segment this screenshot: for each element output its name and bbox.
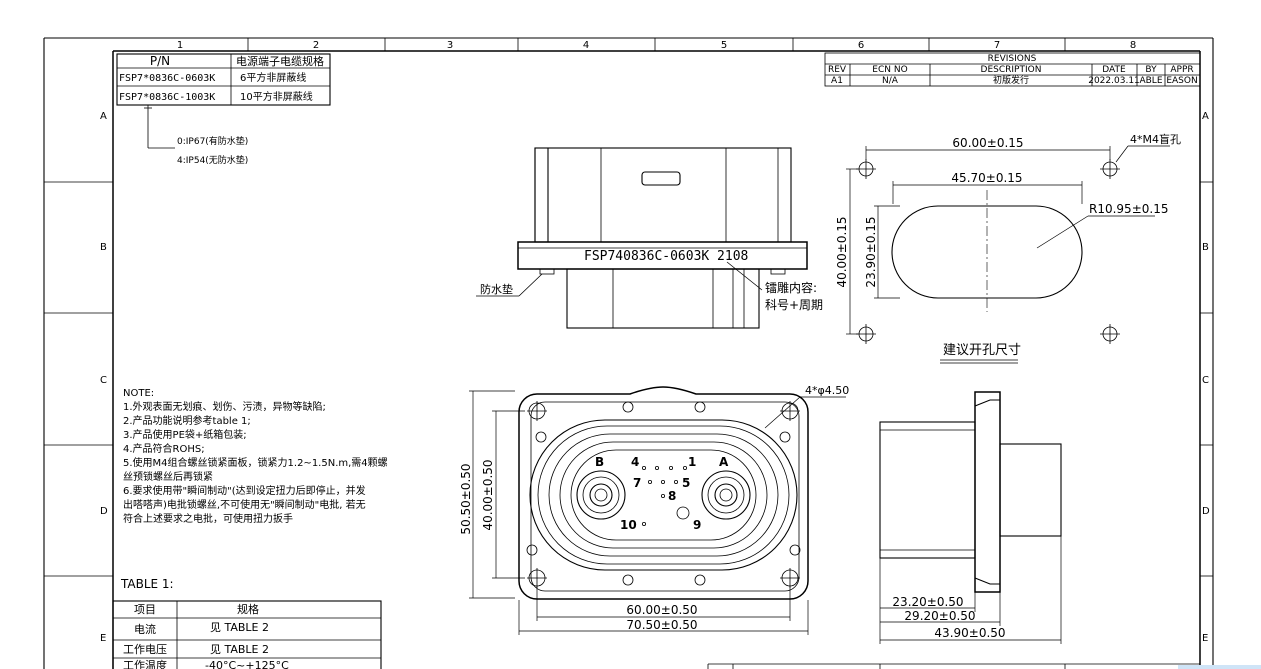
face-view [469,386,846,635]
face-dim-6000: 60.00±0.50 [626,603,697,617]
engrave-label-2: 科号+周期 [765,298,823,312]
cutout-view [846,145,1170,364]
note-line-8: 出嗒嗒声)电批锁螺丝,不可使用无"瞬间制动"电批, 若无 [123,498,366,511]
pn-callout-leader [144,105,175,149]
col-label-8: 8 [1130,40,1136,51]
row-label-d: D [100,506,108,517]
pin-label-9: 9 [693,518,701,532]
table1-row3-item: 工作温度 [123,658,167,669]
table1-row2-item: 工作电压 [123,643,167,656]
pin-label-5: 5 [682,476,690,490]
note-line-9: 符合上述要求之电批，可使用扭力扳手 [123,512,293,525]
col-label-6: 6 [858,40,864,51]
table1-row1-item: 电流 [134,622,156,636]
side-dim-2920: 29.20±0.50 [904,609,975,623]
note-line-5: 5.使用M4组合螺丝锁紧面板，锁紧力1.2~1.5N.m,需4颗螺 [123,456,388,469]
rev-header-by: BY [1145,65,1157,75]
engrave-label-1: 镭雕内容: [765,280,817,295]
rev-row-ecn: N/A [882,76,899,86]
pin-label-10: 10 [620,518,637,532]
pn-row-1: FSP7*0836C-0603K [119,73,215,84]
rev-header-ecn: ECN NO [872,65,907,75]
row-label-d-right: D [1202,506,1210,517]
pn-header: P/N [150,54,170,68]
note-line-1: 1.外观表面无划痕、划伤、污渍，异物等缺陷; [123,400,326,413]
pn-row-2: FSP7*0836C-1003K [119,92,215,103]
callout-ip67: 0:IP67(有防水垫) [177,135,248,147]
note-line-2: 2.产品功能说明参考table 1; [123,414,251,427]
pin-label-8: 8 [668,489,676,503]
col-label-3: 3 [447,40,453,51]
rev-header-appr: APPR [1170,65,1193,75]
callout-ip54: 4:IP54(无防水垫) [177,154,248,166]
row-label-a-right: A [1202,111,1209,122]
table1-row2-spec: 见 TABLE 2 [210,643,269,656]
table1-header-spec: 规格 [237,602,259,616]
face-dim-4000: 40.00±0.50 [481,459,495,530]
pin-label-4: 4 [631,455,639,469]
cutout-dim-radius: R10.95±0.15 [1089,202,1168,216]
cutout-title: 建议开孔尺寸 [943,343,1021,358]
col-label-5: 5 [721,40,727,51]
front-marking: FSP740836C-0603K 2108 [584,249,748,264]
gasket-label: 防水垫 [480,282,513,296]
cutout-dim-4000: 40.00±0.15 [835,216,849,287]
cutout-dim-2390: 23.90±0.15 [864,216,878,287]
cutout-hole-note: 4*M4盲孔 [1130,132,1181,146]
note-line-3: 3.产品使用PE袋+纸箱包装; [123,428,247,441]
cutout-dim-60: 60.00±0.15 [952,136,1023,150]
col-label-2: 2 [313,40,319,51]
rev-row-rev: A1 [831,76,843,86]
table1-header-item: 项目 [134,603,156,616]
note-line-6: 丝预锁螺丝后再锁紧 [123,470,213,483]
side-view [879,391,1062,644]
contact-a-label: A [719,455,729,469]
side-dim-2320: 23.20±0.50 [892,595,963,609]
face-dim-7050: 70.50±0.50 [626,618,697,632]
face-dim-5050: 50.50±0.50 [459,463,473,534]
table1-title: TABLE 1: [120,577,174,591]
spec-row-1: 6平方非屏蔽线 [240,71,306,84]
rev-row-date: 2022.03.11 [1088,76,1140,86]
rev-header-desc: DESCRIPTION [981,65,1042,75]
col-label-1: 1 [177,40,183,51]
revisions-title: REVISIONS [988,54,1037,64]
row-label-e: E [100,633,106,644]
spec-row-2: 10平方非屏蔽线 [240,90,313,103]
face-hole-note: 4*φ4.50 [805,384,849,397]
spec-header: 电源端子电缆规格 [236,54,324,68]
notes-title: NOTE: [123,388,154,399]
drawing-frame [43,37,1261,669]
side-dim-4390: 43.90±0.50 [934,626,1005,640]
rev-header-date: DATE [1102,65,1126,75]
row-label-e-right: E [1202,633,1208,644]
table1-row3-spec: -40°C~+125°C [205,659,289,669]
pin-label-1: 1 [688,455,696,469]
col-label-7: 7 [994,40,1000,51]
rev-header-rev: REV [828,65,847,75]
front-view [476,147,808,329]
note-line-4: 4.产品符合ROHS; [123,442,205,455]
table1-row1-spec: 见 TABLE 2 [210,621,269,634]
pn-table [116,53,331,106]
revisions-table [824,52,1201,87]
rev-row-by: ABLE [1139,76,1162,86]
cutout-dim-4570: 45.70±0.15 [951,171,1022,185]
col-label-4: 4 [583,40,589,51]
row-label-a: A [100,111,107,122]
contact-b-label: B [595,455,604,469]
row-label-c-right: C [1202,375,1209,386]
note-line-7: 6.要求使用带"瞬间制动"(达到设定扭力后即停止，并发 [123,484,366,497]
row-label-b: B [100,242,107,253]
row-label-b-right: B [1202,242,1209,253]
row-label-c: C [100,375,107,386]
pin-label-7: 7 [633,476,641,490]
rev-row-desc: 初版发行 [993,74,1029,86]
rev-row-appr: EASON [1166,76,1197,86]
table1-grid [112,600,382,669]
